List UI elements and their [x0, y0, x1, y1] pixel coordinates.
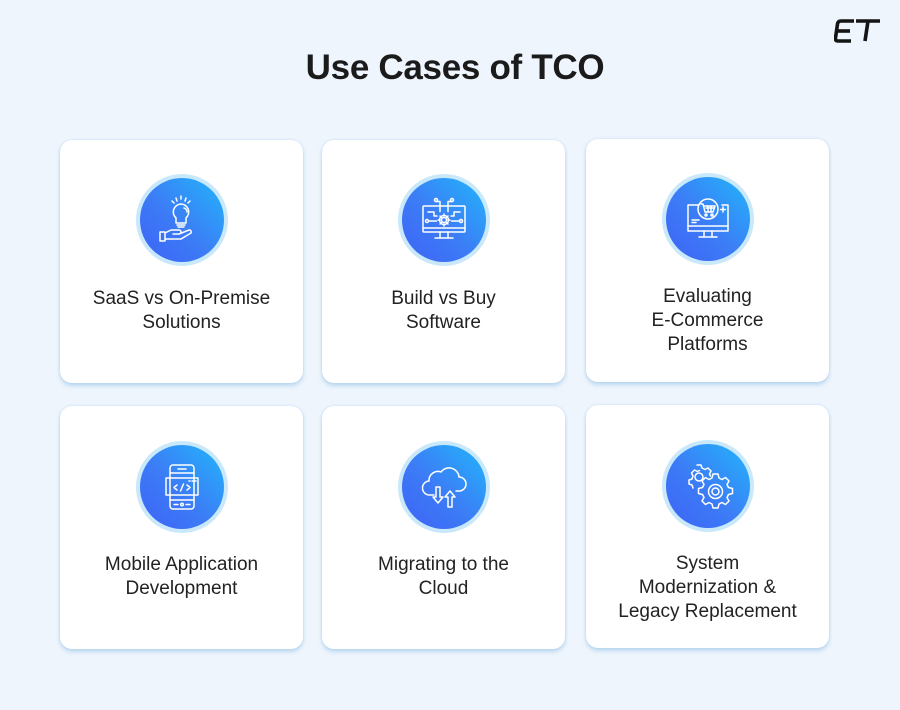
use-case-card-build-vs-buy: Build vs Buy Software [322, 140, 565, 383]
icon-badge [135, 174, 228, 266]
use-case-card-saas: SaaS vs On-Premise Solutions [60, 140, 303, 383]
monitor-circuit-gear-icon [421, 197, 466, 239]
use-case-card-ecommerce: Evaluating E-Commerce Platforms [586, 139, 829, 382]
gears-icon [687, 464, 733, 509]
card-label: Mobile Application Development [104, 554, 259, 599]
lightbulb-hand-icon [158, 195, 192, 242]
card-label: Build vs Buy Software [391, 288, 496, 333]
icon-badge [397, 441, 490, 533]
icon-badge [135, 441, 228, 533]
monitor-shopping-cart-icon [686, 198, 729, 238]
cloud-upload-download-icon [421, 467, 467, 508]
page-title: Use Cases of TCO [305, 48, 605, 87]
et-logo [834, 19, 880, 43]
icon-badge [397, 174, 490, 266]
use-case-card-system-modernization: System Modernization & Legacy Replacemen… [586, 405, 829, 648]
card-label: System Modernization & Legacy Replacemen… [618, 553, 797, 622]
mobile-code-icon [164, 464, 199, 510]
icon-badge [661, 173, 754, 265]
use-case-card-cloud-migration: Migrating to the Cloud [322, 406, 565, 649]
icon-badge [661, 440, 754, 532]
card-label: Evaluating E-Commerce Platforms [651, 286, 764, 355]
card-label: SaaS vs On-Premise Solutions [92, 288, 271, 333]
card-label: Migrating to the Cloud [378, 554, 509, 599]
use-case-card-mobile-app: Mobile Application Development [60, 406, 303, 649]
